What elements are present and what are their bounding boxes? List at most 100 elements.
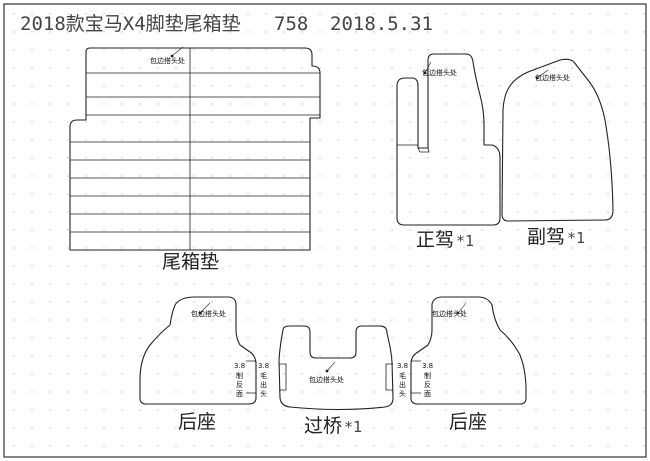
- grid-dot: [157, 445, 159, 447]
- grid-dot: [283, 265, 285, 267]
- grid-dot: [265, 265, 267, 267]
- grid-dot: [607, 337, 609, 339]
- grid-dot: [643, 211, 645, 213]
- grid-dot: [445, 265, 447, 267]
- grid-dot: [499, 229, 501, 231]
- grid-dot: [481, 67, 483, 69]
- grid-dot: [229, 265, 231, 267]
- grid-dot: [643, 391, 645, 393]
- grid-dot: [499, 67, 501, 69]
- grid-dot: [121, 373, 123, 375]
- grid-dot: [355, 49, 357, 51]
- grid-dot: [247, 31, 249, 33]
- grid-dot: [265, 391, 267, 393]
- grid-dot: [571, 445, 573, 447]
- grid-dot: [265, 121, 267, 123]
- grid-dot: [355, 391, 357, 393]
- grid-dot: [31, 247, 33, 249]
- grid-dot: [265, 157, 267, 159]
- grid-dot: [643, 139, 645, 141]
- grid-dot: [85, 13, 87, 15]
- grid-dot: [265, 31, 267, 33]
- grid-dot: [373, 31, 375, 33]
- grid-dot: [409, 103, 411, 105]
- grid-dot: [31, 283, 33, 285]
- grid-dot: [283, 427, 285, 429]
- grid-dot: [409, 67, 411, 69]
- grid-dot: [391, 67, 393, 69]
- grid-dot: [391, 427, 393, 429]
- grid-dot: [67, 139, 69, 141]
- joint-dot: [423, 71, 427, 75]
- grid-dot: [625, 67, 627, 69]
- grid-dot: [67, 301, 69, 303]
- grid-dot: [571, 31, 573, 33]
- grid-dot: [49, 373, 51, 375]
- grid-dot: [391, 175, 393, 177]
- grid-dot: [193, 193, 195, 195]
- grid-dot: [571, 409, 573, 411]
- grid-dot: [625, 121, 627, 123]
- grid-dot: [319, 175, 321, 177]
- grid-dot: [193, 373, 195, 375]
- grid-dot: [589, 301, 591, 303]
- grid-dot: [121, 67, 123, 69]
- grid-dot: [67, 103, 69, 105]
- grid-dot: [355, 265, 357, 267]
- grid-dot: [409, 247, 411, 249]
- grid-dot: [319, 229, 321, 231]
- grid-dot: [409, 283, 411, 285]
- grid-dot: [589, 337, 591, 339]
- grid-dot: [13, 121, 15, 123]
- grid-dot: [139, 319, 141, 321]
- grid-dot: [355, 247, 357, 249]
- grid-dot: [193, 391, 195, 393]
- grid-dot: [409, 337, 411, 339]
- grid-dot: [409, 193, 411, 195]
- grid-dot: [103, 337, 105, 339]
- grid-dot: [265, 337, 267, 339]
- grid-dot: [139, 121, 141, 123]
- grid-dot: [211, 283, 213, 285]
- grid-dot: [67, 193, 69, 195]
- grid-dot: [265, 427, 267, 429]
- grid-dot: [31, 85, 33, 87]
- grid-dot: [193, 409, 195, 411]
- grid-dot: [193, 49, 195, 51]
- grid-dot: [67, 229, 69, 231]
- grid-dot: [301, 247, 303, 249]
- grid-dot: [85, 139, 87, 141]
- grid-dot: [319, 391, 321, 393]
- grid-dot: [103, 211, 105, 213]
- grid-dot: [211, 391, 213, 393]
- grid-dot: [517, 427, 519, 429]
- trunk-mat-label: 尾箱垫: [162, 251, 219, 273]
- grid-dot: [67, 247, 69, 249]
- grid-dot: [463, 283, 465, 285]
- grid-dot: [13, 139, 15, 141]
- grid-dot: [571, 85, 573, 87]
- grid-dot: [607, 229, 609, 231]
- grid-dot: [319, 67, 321, 69]
- grid-dot: [589, 319, 591, 321]
- grid-dot: [481, 13, 483, 15]
- grid-dot: [625, 391, 627, 393]
- grid-dot: [535, 13, 537, 15]
- grid-dot: [139, 445, 141, 447]
- grid-dot: [265, 283, 267, 285]
- grid-dot: [49, 157, 51, 159]
- grid-dot: [391, 283, 393, 285]
- grid-dot: [13, 247, 15, 249]
- grid-dot: [337, 175, 339, 177]
- grid-dot: [193, 337, 195, 339]
- grid-dot: [49, 49, 51, 51]
- grid-dot: [175, 301, 177, 303]
- rear-right-reverse-2: 反: [424, 380, 431, 389]
- grid-dot: [193, 157, 195, 159]
- grid-dot: [121, 175, 123, 177]
- grid-dot: [481, 301, 483, 303]
- grid-dot: [463, 193, 465, 195]
- grid-dot: [445, 409, 447, 411]
- grid-dot: [283, 301, 285, 303]
- grid-dot: [337, 265, 339, 267]
